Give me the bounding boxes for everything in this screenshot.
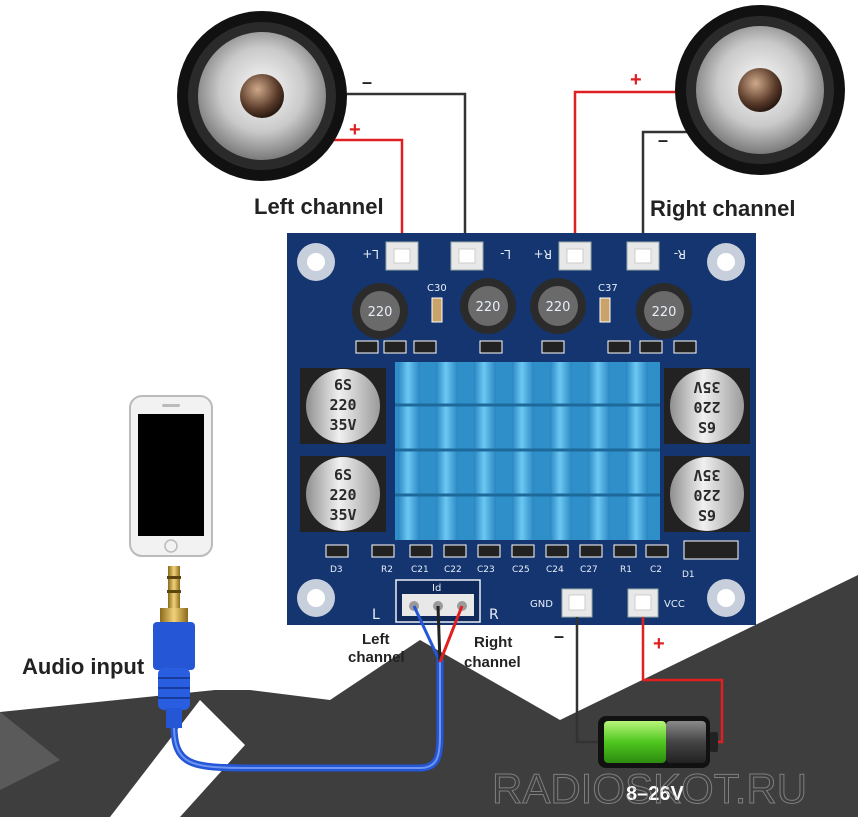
audio-input-label: Audio input (22, 654, 145, 679)
svg-text:35V: 35V (693, 378, 720, 396)
electrolytic-cap: 6S 220 35V (664, 368, 750, 444)
inductor: 220 (636, 283, 692, 339)
svg-text:35V: 35V (693, 466, 720, 484)
input-wires (412, 605, 464, 663)
input-right-label-1: Right (474, 634, 512, 651)
input-right-label-2: channel (464, 654, 521, 671)
label-c25: C25 (512, 565, 530, 575)
terminal-r-minus: R- (626, 241, 686, 271)
left-channel-label: Left channel (254, 194, 384, 219)
svg-text:220: 220 (329, 486, 356, 504)
svg-text:220: 220 (546, 300, 571, 315)
inductor: 220 (352, 283, 408, 339)
terminal-l-plus: L+ (362, 241, 419, 271)
phone (129, 395, 213, 557)
voltage-label: 8–26V (626, 783, 684, 805)
label-r2: R2 (381, 565, 393, 575)
gnd-minus-sign: – (554, 626, 564, 646)
left-minus-sign: – (362, 72, 372, 92)
inductor: 220 (530, 278, 586, 334)
svg-text:6S: 6S (334, 376, 352, 394)
svg-text:6S: 6S (334, 466, 352, 484)
input-side-left: L (372, 607, 380, 623)
inductor: 220 (460, 278, 516, 334)
label-c21: C21 (411, 565, 429, 575)
svg-text:220: 220 (693, 398, 720, 416)
right-minus-sign: – (658, 130, 668, 150)
left-plus-sign: + (349, 119, 361, 141)
speaker-wires (332, 90, 690, 245)
mounting-hole (707, 579, 745, 617)
right-channel-label: Right channel (650, 196, 795, 221)
vcc-label: VCC (664, 599, 685, 610)
left-speaker (177, 11, 347, 181)
audio-cable (170, 656, 444, 772)
input-left-label-1: Left (362, 631, 390, 648)
terminal-l-minus: L- (450, 241, 511, 271)
label-c27: C27 (580, 565, 598, 575)
terminal-gnd (561, 588, 593, 618)
right-plus-sign: + (630, 69, 642, 91)
audio-jack-plug (153, 566, 195, 728)
label-d3: D3 (330, 565, 343, 575)
gnd-label: GND (530, 599, 553, 610)
mounting-hole (297, 243, 335, 281)
electrolytic-cap: 6S 220 35V (300, 456, 386, 532)
mounting-hole (707, 243, 745, 281)
cap-label-c30: C30 (427, 283, 447, 294)
electrolytic-cap: 6S 220 35V (300, 368, 386, 444)
heatsink (395, 362, 660, 540)
svg-text:220: 220 (476, 300, 501, 315)
right-speaker (675, 5, 845, 175)
input-left-label-2: channel (348, 649, 405, 666)
label-r1: R1 (620, 565, 632, 575)
vcc-plus-sign: + (653, 633, 665, 655)
svg-text:35V: 35V (329, 506, 356, 524)
smd-row-top (355, 340, 697, 354)
svg-text:R+: R+ (534, 247, 552, 261)
terminal-r-plus: R+ (534, 241, 592, 271)
svg-text:L+: L+ (362, 247, 379, 261)
svg-text:6S: 6S (698, 506, 716, 524)
terminal-vcc (627, 588, 659, 618)
svg-text:35V: 35V (329, 416, 356, 434)
svg-text:L-: L- (500, 247, 511, 261)
label-c2: C2 (650, 565, 662, 575)
svg-text:220: 220 (368, 305, 393, 320)
label-c23: C23 (477, 565, 495, 575)
svg-text:220: 220 (652, 305, 677, 320)
amplifier-board: L+ L- R+ R- 220 220 220 (287, 233, 756, 625)
svg-text:220: 220 (329, 396, 356, 414)
label-c22: C22 (444, 565, 462, 575)
label-d1: D1 (682, 570, 695, 580)
smd-row-bottom (325, 540, 739, 560)
input-side-right: R (489, 607, 499, 623)
svg-text:6S: 6S (698, 418, 716, 436)
label-c24: C24 (546, 565, 564, 575)
mounting-hole (297, 579, 335, 617)
battery (598, 716, 718, 768)
electrolytic-cap: 6S 220 35V (664, 456, 750, 532)
watermark: RADIOSKOT.RU (492, 765, 807, 812)
svg-text:Id: Id (432, 583, 441, 594)
cap-label-c37: C37 (598, 283, 618, 294)
svg-text:R-: R- (674, 247, 686, 261)
svg-text:220: 220 (693, 486, 720, 504)
